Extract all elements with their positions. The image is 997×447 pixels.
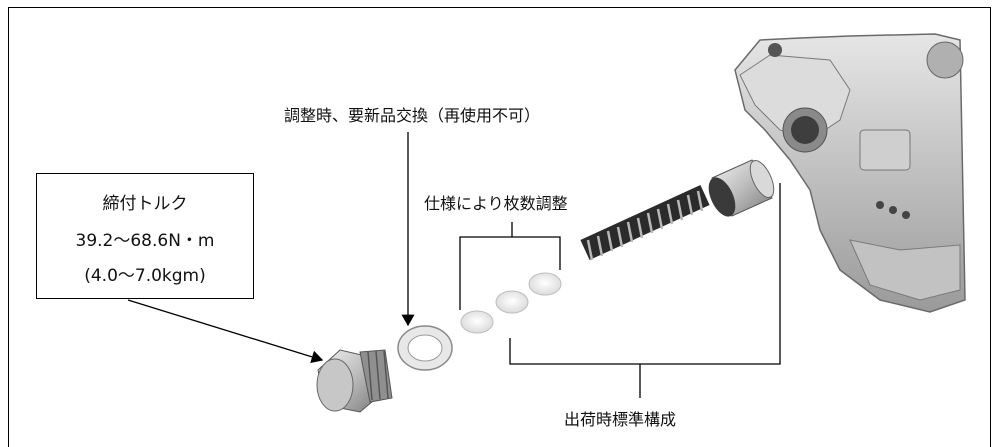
shims-illustration: [460, 272, 562, 334]
torque-title: 締付トルク: [102, 194, 188, 214]
outer-border: [8, 7, 991, 447]
plunger-illustration: [708, 159, 775, 217]
spring-illustration: [580, 185, 710, 261]
torque-spec-box: 締付トルク 39.2〜68.6N・m (4.0〜7.0kgm): [36, 173, 254, 299]
standard-config-bracket: [509, 183, 781, 365]
torque-arrow: [127, 299, 324, 364]
shim-note-label: 仕様により枚数調整: [424, 194, 568, 213]
washer-illustration: [397, 325, 453, 371]
standard-config-label: 出荷時標準構成: [564, 410, 677, 429]
leader-lines: [127, 132, 781, 398]
washer-note-label: 調整時、要新品交換（再使用不可）: [284, 106, 541, 125]
shim-bracket: [459, 236, 561, 310]
plug-bolt-illustration: [316, 349, 393, 413]
housing-illustration: [734, 33, 966, 313]
torque-value-kgm: (4.0〜7.0kgm): [84, 266, 206, 286]
torque-value-nm: 39.2〜68.6N・m: [75, 231, 215, 251]
